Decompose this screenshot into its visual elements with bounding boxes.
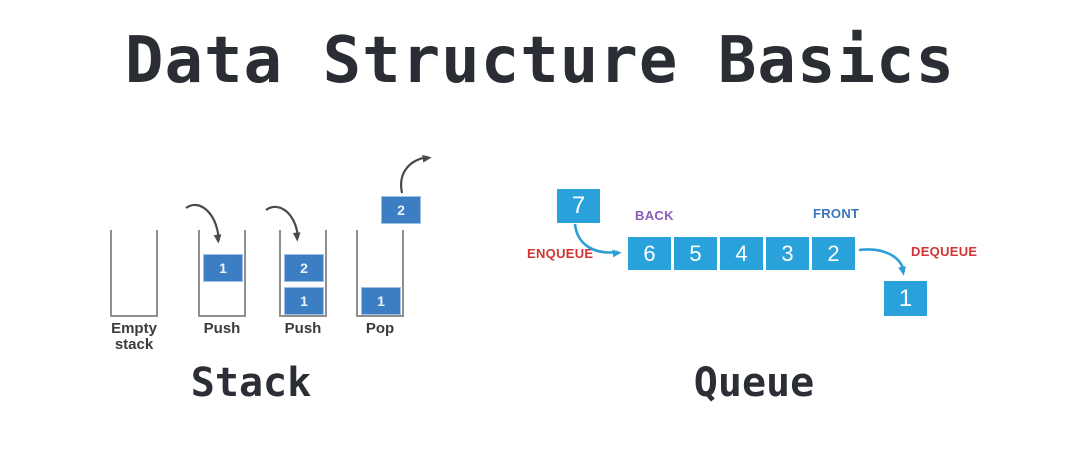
queue-dequeue-label: DEQUEUE bbox=[911, 244, 978, 259]
dequeue-arrow bbox=[858, 248, 904, 272]
stack-item-box: 2 bbox=[284, 254, 324, 282]
stack-container-empty bbox=[110, 230, 158, 317]
stack-section-title: Stack bbox=[190, 360, 312, 406]
stack-step-label-empty-line2: stack bbox=[114, 335, 154, 353]
queue-back-label: BACK bbox=[635, 208, 674, 223]
stack-container-push2 bbox=[279, 230, 327, 317]
stack-item-box: 1 bbox=[361, 287, 401, 315]
queue-front-label: FRONT bbox=[813, 206, 860, 221]
stack-step-label-empty-line1: Empty bbox=[111, 320, 157, 337]
stack-item-box: 1 bbox=[203, 254, 243, 282]
queue-incoming-box: 7 bbox=[557, 189, 600, 223]
stack-container-pop bbox=[356, 230, 404, 317]
stack-popped-box: 2 bbox=[381, 196, 421, 224]
queue-outgoing-box: 1 bbox=[884, 281, 927, 316]
stack-step-label-push2: Push bbox=[284, 320, 322, 337]
queue-cells-row: 6 5 4 3 2 bbox=[628, 237, 855, 270]
stack-step-label-push1: Push bbox=[203, 320, 241, 337]
pop-arrow bbox=[400, 157, 428, 194]
stack-container-push1 bbox=[198, 230, 246, 317]
page-title: Data Structure Basics bbox=[124, 24, 956, 98]
queue-section-title: Queue bbox=[693, 360, 815, 406]
queue-cell: 2 bbox=[812, 237, 855, 270]
queue-cell: 5 bbox=[674, 237, 717, 270]
queue-cell: 4 bbox=[720, 237, 763, 270]
stack-step-label-empty: Empty stack bbox=[89, 321, 179, 353]
stack-item-box: 1 bbox=[284, 287, 324, 315]
queue-enqueue-label: ENQUEUE bbox=[527, 246, 594, 261]
stack-step-label-pop: Pop bbox=[365, 320, 395, 337]
queue-cell: 6 bbox=[628, 237, 671, 270]
queue-cell: 3 bbox=[766, 237, 809, 270]
